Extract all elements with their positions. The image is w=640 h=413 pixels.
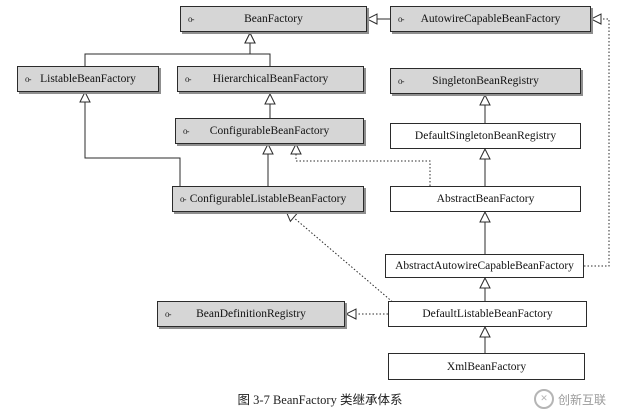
interface-icon: o- <box>165 309 171 319</box>
edge-listable-to-beanfactory <box>84 33 250 66</box>
class-label: ConfigurableListableBeanFactory <box>189 193 347 205</box>
class-beandefinitionregistry: o- BeanDefinitionRegistry <box>157 301 345 327</box>
class-label: BeanFactory <box>244 13 303 25</box>
class-label: BeanDefinitionRegistry <box>196 308 306 320</box>
interface-icon: o- <box>183 126 189 136</box>
class-label: AutowireCapableBeanFactory <box>420 13 561 25</box>
class-label: DefaultListableBeanFactory <box>422 308 553 320</box>
class-label: HierarchicalBeanFactory <box>212 73 329 85</box>
interface-icon: o- <box>180 194 186 204</box>
edge-conflistable-to-listable <box>85 92 181 186</box>
class-autowirecapablebeanfactory: o- AutowireCapableBeanFactory <box>390 6 591 32</box>
class-abstractbeanfactory: AbstractBeanFactory <box>390 186 581 212</box>
class-label: ConfigurableBeanFactory <box>209 125 330 137</box>
class-hierarchicalbeanfactory: o- HierarchicalBeanFactory <box>177 66 364 92</box>
class-beanfactory: o- BeanFactory <box>180 6 367 32</box>
class-configurablelistablebeanfactory: o- ConfigurableListableBeanFactory <box>172 186 364 212</box>
logo-icon: ✕ <box>534 389 554 409</box>
class-xmlbeanfactory: XmlBeanFactory <box>388 353 585 380</box>
interface-icon: o- <box>188 14 194 24</box>
class-label: AbstractBeanFactory <box>436 193 535 205</box>
class-label: SingletonBeanRegistry <box>432 75 539 87</box>
class-label: XmlBeanFactory <box>446 360 527 373</box>
edge-hierarchical-to-beanfactory <box>250 33 271 66</box>
interface-icon: o- <box>398 14 404 24</box>
interface-icon: o- <box>398 76 404 86</box>
interface-icon: o- <box>185 74 191 84</box>
watermark: ✕ 创新互联 <box>534 387 634 411</box>
class-label: ListableBeanFactory <box>40 73 136 85</box>
class-label: DefaultSingletonBeanRegistry <box>414 130 557 142</box>
class-abstractautowirecapablebeanfactory: AbstractAutowireCapableBeanFactory <box>385 254 584 278</box>
edge-abstractautowire-to-autowire <box>584 19 610 267</box>
class-defaultsingletonbeanregistry: DefaultSingletonBeanRegistry <box>390 123 581 149</box>
class-singletonbeanregistry: o- SingletonBeanRegistry <box>390 68 581 94</box>
class-listablebeanfactory: o- ListableBeanFactory <box>17 66 159 92</box>
edge-defaultlistable-to-conflistable <box>286 211 396 305</box>
class-defaultlistablebeanfactory: DefaultListableBeanFactory <box>388 301 587 327</box>
class-configurablebeanfactory: o- ConfigurableBeanFactory <box>175 118 364 144</box>
watermark-text: 创新互联 <box>558 392 607 407</box>
class-label: AbstractAutowireCapableBeanFactory <box>395 260 574 272</box>
edge-abstractbf-to-configurable <box>296 144 431 186</box>
interface-icon: o- <box>25 74 31 84</box>
figure-caption: 图 3-7 BeanFactory 类继承体系 <box>237 393 403 407</box>
